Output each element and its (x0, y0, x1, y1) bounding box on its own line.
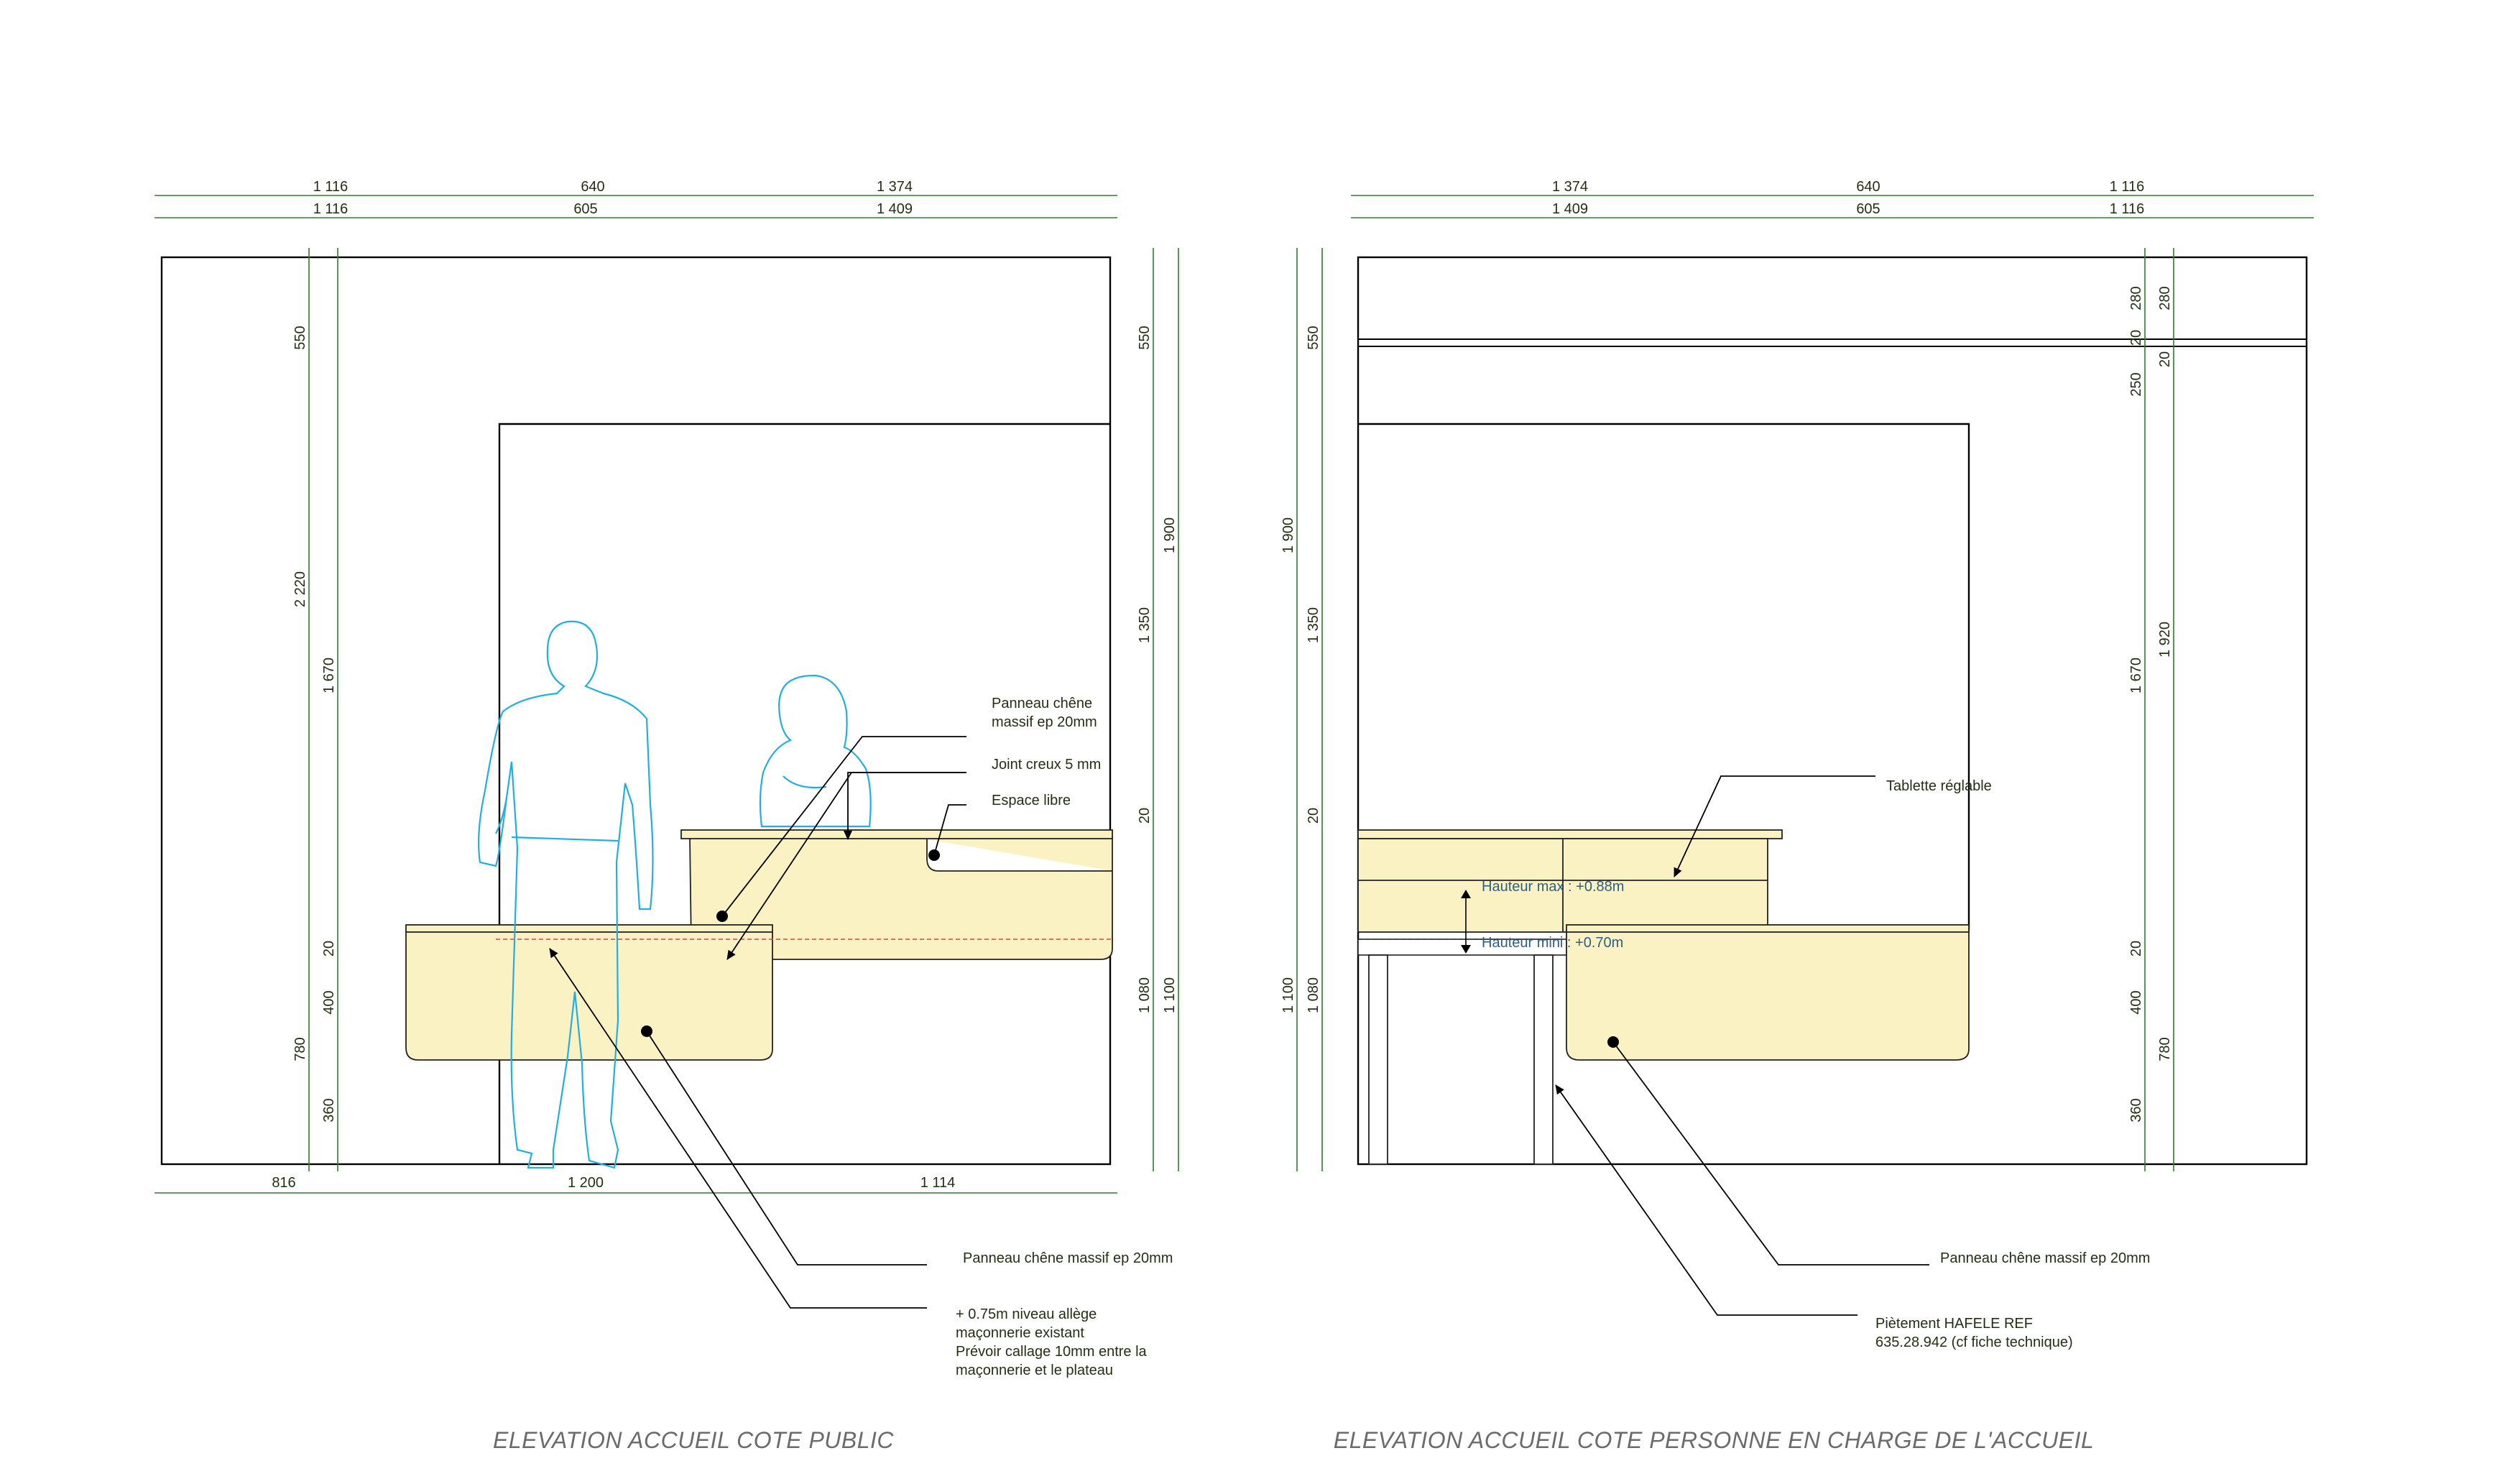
height-max-label: Hauteur max : +0.88m (1482, 879, 1624, 895)
note-masonry-1: + 0.75m niveau allège (956, 1306, 1097, 1322)
note-panel-bottom: Panneau chêne massif ep 20mm (963, 1250, 1173, 1266)
dim: 1 116 (2110, 179, 2145, 195)
right-wall-outline (1357, 256, 2308, 1166)
dim: 20 (2157, 351, 2173, 367)
dim: 605 (573, 201, 597, 217)
right-desk-leg-2 (1533, 954, 1554, 1165)
dim: 780 (2157, 1037, 2173, 1061)
dim: 280 (2157, 286, 2173, 310)
note-shelf: Tablette réglable (1886, 778, 1992, 794)
note-base-2: 635.28.942 (cf fiche technique) (1875, 1334, 2073, 1350)
dim: 2 220 (292, 571, 308, 607)
dim: 1 116 (313, 179, 349, 195)
right-leaders (1555, 775, 1929, 1316)
left-elevation-title: ELEVATION ACCUEIL COTE PUBLIC (493, 1427, 894, 1453)
dim: 360 (321, 1098, 337, 1122)
dim: 640 (581, 179, 604, 195)
dim: 780 (292, 1037, 308, 1061)
right-opening-outline (1358, 423, 1970, 931)
left-wall-outline (160, 256, 1112, 1166)
dim: 1 374 (877, 179, 913, 195)
dim: 1 200 (568, 1175, 604, 1191)
dim: 1 900 (1280, 517, 1296, 553)
dim: 1 409 (877, 201, 913, 217)
dim: 280 (2128, 286, 2144, 310)
dim: 400 (2128, 990, 2144, 1014)
dim: 20 (1306, 808, 1321, 824)
note-masonry-4: maçonnerie et le plateau (956, 1363, 1113, 1378)
dim: 1 114 (920, 1175, 956, 1191)
note-base-1: Piètement HAFELE REF (1875, 1316, 2033, 1332)
dim: 250 (2128, 372, 2144, 396)
note-panel-top-2: massif ep 20mm (992, 714, 1097, 730)
dim: 400 (321, 990, 337, 1014)
right-elevation-title: ELEVATION ACCUEIL COTE PERSONNE EN CHARG… (1334, 1427, 2095, 1453)
dim: 1 920 (2157, 622, 2173, 658)
dim: 1 409 (1552, 201, 1588, 217)
left-dim-text: 1 116 640 1 374 1 116 605 1 409 816 1 20… (272, 179, 1178, 1191)
height-min-label: Hauteur mini : +0.70m (1482, 935, 1623, 951)
left-dimensions (154, 195, 1179, 1194)
dim: 1 080 (1137, 977, 1153, 1013)
dim: 816 (272, 1175, 295, 1191)
note-joint: Joint creux 5 mm (992, 757, 1101, 773)
seated-person-outline (759, 674, 872, 828)
dim: 1 100 (1280, 977, 1296, 1013)
dim: 550 (292, 326, 308, 349)
dim: 640 (1856, 179, 1880, 195)
left-elevation: 1 116 640 1 374 1 116 605 1 409 816 1 20… (154, 179, 1179, 1453)
right-counter-plate (1566, 924, 1970, 933)
dim: 1 670 (321, 658, 337, 693)
right-counter (1566, 930, 1970, 1061)
right-elevation: Hauteur max : +0.88m Hauteur mini : +0.7… (1280, 179, 2314, 1453)
left-lower-counter (405, 930, 773, 1061)
note-panel-top-1: Panneau chêne (992, 696, 1092, 711)
dim: 20 (2128, 941, 2144, 956)
standing-person-outline (478, 620, 654, 1169)
dim: 1 080 (1306, 977, 1321, 1013)
right-desk-top (1357, 829, 1783, 839)
dim: 550 (1306, 326, 1321, 349)
note-masonry-2: maçonnerie existant (956, 1325, 1084, 1341)
dim: 1 350 (1306, 607, 1321, 643)
dim: 1 350 (1137, 607, 1153, 643)
dim: 1 100 (1162, 977, 1178, 1013)
left-leaders (549, 736, 966, 1309)
note-masonry-3: Prévoir callage 10mm entre la (956, 1344, 1148, 1360)
dim: 1 900 (1162, 517, 1178, 553)
right-dim-text: 1 374 640 1 116 1 409 605 1 116 1 900 1 … (1280, 179, 2173, 1122)
dim: 20 (321, 941, 337, 956)
dim: 20 (1137, 808, 1153, 824)
left-opening-outline (498, 423, 1110, 1164)
dim: 605 (1856, 201, 1880, 217)
left-lower-plate (405, 924, 773, 933)
dim: 1 670 (2128, 658, 2144, 693)
note-panel: Panneau chêne massif ep 20mm (1940, 1250, 2150, 1266)
left-top-plate (680, 829, 1113, 839)
dim: 1 116 (2110, 201, 2145, 217)
left-free-space (926, 839, 1112, 872)
note-space: Espace libre (992, 793, 1071, 808)
right-dimensions (1296, 195, 2314, 1171)
right-desk-leg-1 (1368, 954, 1388, 1165)
dim: 1 116 (313, 201, 349, 217)
dim: 550 (1137, 326, 1153, 349)
dim: 360 (2128, 1098, 2144, 1122)
dim: 20 (2128, 330, 2144, 346)
dim: 1 374 (1552, 179, 1588, 195)
